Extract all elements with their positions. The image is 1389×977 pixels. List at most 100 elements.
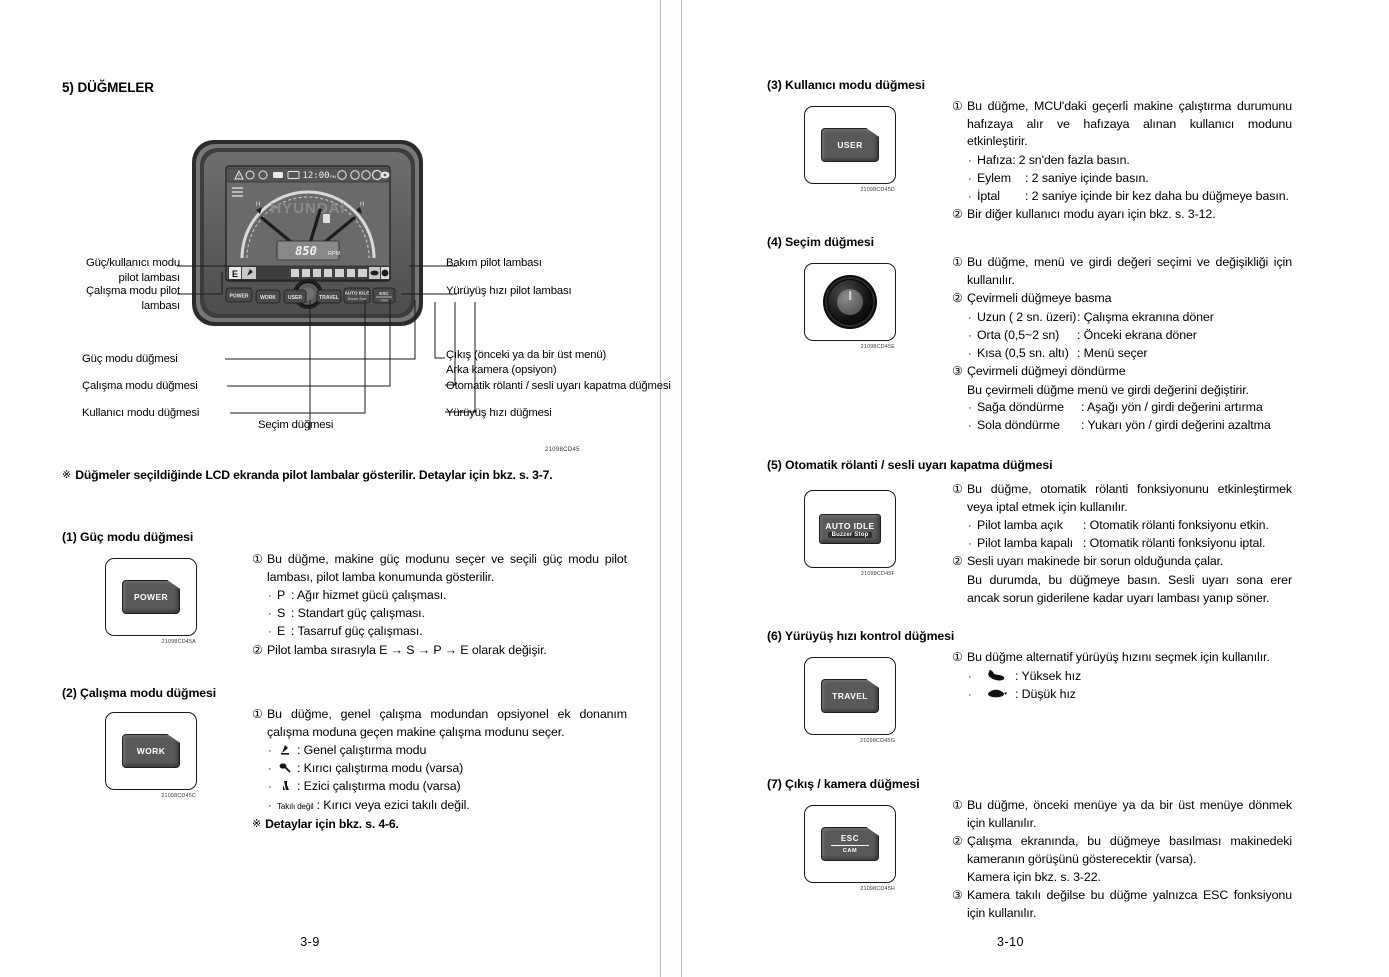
list-item: · Orta (0,5~2 sn) : Önceki ekrana döner xyxy=(952,327,1292,345)
auto-idle-button-frame[interactable]: AUTO IDLE Buzzer Stop xyxy=(804,490,896,568)
list-item: · Takılı değil : Kırıcı veya ezici takıl… xyxy=(252,797,627,815)
list-item: · Pilot lamba açık : Otomatik rölanti fo… xyxy=(952,517,1292,535)
travel-button-frame[interactable]: TRAVEL xyxy=(804,657,896,735)
esc-button-frame[interactable]: ESC CAM xyxy=(804,805,896,883)
svg-text:HYUNDAI: HYUNDAI xyxy=(270,200,345,217)
svg-text:12:00: 12:00 xyxy=(302,171,329,181)
work-button-frame[interactable]: WORK xyxy=(105,712,197,790)
figure-select-knob: 21098CD45E xyxy=(804,263,896,350)
camera-ref-note: Kamera için bkz. s. 3-22. xyxy=(967,870,1101,885)
callout-auto-idle-button: Otomatik rölanti / sesli uyarı kapatma d… xyxy=(446,380,671,392)
list-item: ② Sesli uyarı makinede bir sorun olduğun… xyxy=(952,554,1224,569)
callout-leader-lines xyxy=(177,265,476,430)
heading-auto-idle: (5) Otomatik rölanti / sesli uyarı kapat… xyxy=(767,458,1053,472)
auto-idle-button-cap[interactable]: AUTO IDLE Buzzer Stop xyxy=(819,514,881,544)
heading-user-mode: (3) Kullanıcı modu düğmesi xyxy=(767,78,925,92)
svg-text:H: H xyxy=(256,202,260,208)
user-button-frame[interactable]: USER xyxy=(804,106,896,184)
text-auto-idle: ① Bu düğme, otomatik rölanti fonksiyonun… xyxy=(952,481,1292,607)
bullet-dot: · xyxy=(268,763,272,776)
callout-esc-camera-button: Çıkış (önceki ya da bir üst menü) Arka k… xyxy=(446,349,607,376)
list-item: · : Yüksek hız xyxy=(952,668,1292,686)
figure-user-button: USER 21098CD45D xyxy=(804,106,896,193)
text-power-mode: ① Bu düğme, makine güç modunu seçer ve s… xyxy=(252,551,627,660)
list-item: ① Bu düğme, otomatik rölanti fonksiyonun… xyxy=(952,482,1292,514)
esc-divider xyxy=(831,844,869,847)
bullet-dot: · xyxy=(268,781,272,794)
heading-select: (4) Seçim düğmesi xyxy=(767,235,874,249)
heading-work-mode: (2) Çalışma modu düğmesi xyxy=(62,686,217,700)
bullet-dot: · xyxy=(268,745,272,758)
callout-maintenance-pilot-lamp: Bakım pilot lambası xyxy=(446,257,542,269)
svg-text:TRAVEL: TRAVEL xyxy=(319,295,339,301)
auto-idle-label: AUTO IDLE xyxy=(825,520,875,531)
figure-code-power: 21098CD45A xyxy=(161,639,196,645)
svg-text:PM: PM xyxy=(330,174,336,179)
callout-user-mode-button: Kullanıcı modu düğmesi xyxy=(82,407,200,419)
note-mark-icon: ※ xyxy=(252,818,262,831)
text-travel-speed: ① Bu düğme alternatif yürüyüş hızını seç… xyxy=(952,649,1292,704)
callout-travel-speed-pilot-lamp: Yürüyüş hızı pilot lambası xyxy=(446,285,572,297)
right-page: (3) Kullanıcı modu düğmesi USER 21098CD4… xyxy=(682,0,1389,977)
rabbit-icon xyxy=(977,668,1015,685)
note-mark-icon: ※ xyxy=(62,469,72,481)
svg-text:AUTO IDLE: AUTO IDLE xyxy=(345,291,370,296)
section-travel-speed: (6) Yürüyüş hızı kontrol düğmesi xyxy=(767,629,954,643)
select-knob-frame[interactable] xyxy=(804,263,896,341)
not-installed-label: Takılı değil xyxy=(277,801,314,811)
list-item: · : Düşük hız xyxy=(952,686,1292,704)
list-item: ② Çevirmeli düğmeye basma xyxy=(952,291,1112,306)
text-select: ① Bu düğme, menü ve girdi değeri seçimi … xyxy=(952,254,1292,436)
bullet-dot: · xyxy=(268,626,272,639)
list-item: ③ Kamera takılı değilse bu düğme yalnızc… xyxy=(952,888,1292,920)
list-item: ② Bir diğer kullanıcı modu ayarı için bk… xyxy=(952,207,1216,222)
list-item: ① Bu düğme, genel çalışma modundan opsiy… xyxy=(252,707,627,739)
list-item: · Hafıza: 2 sn'den fazla basın. xyxy=(952,152,1292,170)
bullet-dot: · xyxy=(968,348,972,361)
text-user-mode: ① Bu düğme, MCU'daki geçerli makine çalı… xyxy=(952,98,1292,225)
select-knob[interactable] xyxy=(827,279,873,325)
list-item: · Uzun ( 2 sn. üzeri) : Çalışma ekranına… xyxy=(952,309,1292,327)
callout-select-button: Seçim düğmesi xyxy=(258,419,334,431)
heading-travel-speed: (6) Yürüyüş hızı kontrol düğmesi xyxy=(767,629,955,643)
user-button-cap[interactable]: USER xyxy=(821,128,879,162)
heading-esc-camera: (7) Çıkış / kamera düğmesi xyxy=(767,777,920,791)
work-mode-footnote: ※Detaylar için bkz. s. 4-6. xyxy=(252,817,399,832)
list-item: ③ Çevirmeli düğmeyi döndürme xyxy=(952,364,1126,379)
pilot-lamp-note: ※Düğmeler seçildiğinde LCD ekranda pilot… xyxy=(62,468,553,482)
bullet-dot: · xyxy=(968,402,972,415)
svg-text:Buzzer Stop: Buzzer Stop xyxy=(348,297,367,301)
list-item: · Sola döndürme : Yukarı yön / girdi değ… xyxy=(952,417,1292,435)
power-button-cap[interactable]: POWER xyxy=(122,580,180,614)
list-item: · Pilot lamba kapalı : Otomatik rölanti … xyxy=(952,535,1292,553)
bullet-dot: · xyxy=(268,799,272,812)
svg-text:WORK: WORK xyxy=(260,295,276,301)
breaker-icon xyxy=(277,760,293,777)
figure-auto-idle-button: AUTO IDLE Buzzer Stop 21098CD45F xyxy=(804,490,896,577)
bullet-dot: · xyxy=(968,670,972,683)
svg-text:H: H xyxy=(360,202,364,208)
svg-text:E: E xyxy=(232,269,238,279)
travel-button-cap[interactable]: TRAVEL xyxy=(821,679,879,713)
svg-text:!: ! xyxy=(238,175,240,181)
bullet-dot: · xyxy=(968,520,972,533)
list-item: ① Bu düğme alternatif yürüyüş hızını seç… xyxy=(952,650,1270,664)
heading-power-mode: (1) Güç modu düğmesi xyxy=(62,530,194,544)
list-item: · : Ezici çalıştırma modu (varsa) xyxy=(252,778,627,796)
svg-text:USER: USER xyxy=(288,295,302,301)
page-number-right: 3-10 xyxy=(996,935,1025,949)
svg-text:RPM: RPM xyxy=(328,251,341,257)
section-user-mode: (3) Kullanıcı modu düğmesi xyxy=(767,78,925,92)
esc-button-cap[interactable]: ESC CAM xyxy=(821,827,879,861)
work-button-cap[interactable]: WORK xyxy=(122,734,180,768)
section-power-mode: (1) Güç modu düğmesi xyxy=(62,530,193,544)
section-work-mode: (2) Çalışma modu düğmesi xyxy=(62,686,216,700)
knob-position-marker xyxy=(849,291,851,300)
svg-text:CAM: CAM xyxy=(380,299,388,303)
power-button-frame[interactable]: POWER xyxy=(105,558,197,636)
list-item: ① Bu düğme, menü ve girdi değeri seçimi … xyxy=(952,255,1292,287)
bullet-dot: · xyxy=(968,329,972,342)
figure-code-esc: 21098CD45H xyxy=(860,886,895,892)
bullet-dot: · xyxy=(968,172,972,185)
svg-text:850: 850 xyxy=(295,244,317,258)
